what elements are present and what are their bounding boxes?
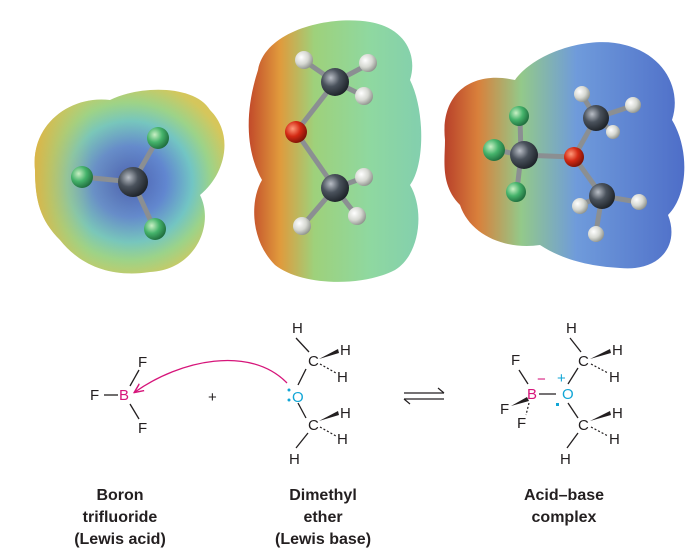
equilibrium-arrows xyxy=(403,387,445,405)
ether-hydrogen-ball xyxy=(355,168,373,186)
complex-carbon-ball xyxy=(589,183,615,209)
ether-oxygen-label: O xyxy=(292,389,304,406)
ether-structural-formula: H C H H O C H H H xyxy=(287,320,351,468)
ether-hydrogen-ball xyxy=(355,87,373,105)
complex-hydrogen-ball xyxy=(572,198,588,214)
ether-h-bottomdash-label: H xyxy=(337,431,348,448)
complex-hydrogen-ball xyxy=(631,194,647,210)
bf3-fluorine-ball xyxy=(71,166,93,188)
ether-h-bottom-label: H xyxy=(289,451,300,468)
bf3-fluorine-ball xyxy=(144,218,166,240)
complex-hydrogen-ball xyxy=(588,226,604,242)
ether-c-bottom-label: C xyxy=(308,417,319,434)
ether-caption-line2: ether xyxy=(303,509,343,526)
complex-f2-label: F xyxy=(500,401,509,418)
ether-carbon-ball xyxy=(321,174,349,202)
complex-oxygen-charge: + xyxy=(557,370,566,387)
complex-h-top-label: H xyxy=(566,320,577,337)
complex-h-bottomright-label: H xyxy=(612,405,623,422)
complex-caption-line1: Acid–base xyxy=(523,487,605,504)
complex-fluorine-ball xyxy=(506,182,526,202)
ether-h-top-label: H xyxy=(292,320,303,337)
ether-hydrogen-ball xyxy=(295,51,313,69)
complex-hydrogen-ball xyxy=(574,86,590,102)
bf3-fluorine-ball xyxy=(147,127,169,149)
complex-boron-charge: − xyxy=(537,371,546,388)
complex-boron-label: B xyxy=(527,386,537,403)
bf3-caption: Boron trifluoride (Lewis acid) xyxy=(58,485,182,551)
bf3-boron-ball xyxy=(118,167,148,197)
bf3-f-bottom-label: F xyxy=(138,420,147,437)
ether-hydrogen-ball xyxy=(348,207,366,225)
ether-potential-map xyxy=(248,20,422,282)
bf3-f-top-label: F xyxy=(138,354,147,371)
complex-fluorine-ball xyxy=(483,139,505,161)
complex-h-bottomdash-label: H xyxy=(609,431,620,448)
bf3-caption-line3: (Lewis acid) xyxy=(74,531,166,548)
complex-boron-ball xyxy=(510,141,538,169)
complex-f3-label: F xyxy=(517,415,526,432)
complex-oxygen-ball xyxy=(564,147,584,167)
electron-pair-arrow xyxy=(135,359,288,392)
complex-f1-label: F xyxy=(511,352,520,369)
bf3-boron-label: B xyxy=(119,387,129,404)
ether-carbon-ball xyxy=(321,68,349,96)
ether-caption: Dimethyl ether (Lewis base) xyxy=(253,485,393,551)
complex-structural-formula: F F F B − + O H C H H C H H H xyxy=(500,320,623,468)
complex-potential-map xyxy=(444,42,685,269)
ether-caption-line3: (Lewis base) xyxy=(274,531,372,548)
bf3-structural-formula: F B F F xyxy=(90,354,147,437)
ether-hydrogen-ball xyxy=(293,217,311,235)
bf3-f-left-label: F xyxy=(90,387,99,404)
bf3-caption-line2: trifluoride xyxy=(82,509,158,526)
complex-hydrogen-ball xyxy=(625,97,641,113)
complex-fluorine-ball xyxy=(509,106,529,126)
complex-oxygen-label: O xyxy=(562,386,574,403)
complex-c-top-label: C xyxy=(578,353,589,370)
ether-h-bottomright-label: H xyxy=(340,405,351,422)
complex-hydrogen-ball xyxy=(606,125,620,139)
complex-caption-line2: complex xyxy=(531,509,597,526)
bf3-potential-map xyxy=(34,89,225,274)
complex-h-topdash-label: H xyxy=(609,369,620,386)
ether-hydrogen-ball xyxy=(359,54,377,72)
ether-caption-line1: Dimethyl xyxy=(289,487,357,504)
ether-h-topdash-label: H xyxy=(337,369,348,386)
complex-h-topright-label: H xyxy=(612,342,623,359)
ether-c-top-label: C xyxy=(308,353,319,370)
complex-h-bottom-label: H xyxy=(560,451,571,468)
plus-sign: + xyxy=(208,389,217,406)
ether-oxygen-ball xyxy=(285,121,307,143)
complex-caption: Acid–base complex xyxy=(494,485,634,529)
complex-carbon-ball xyxy=(583,105,609,131)
complex-c-bottom-label: C xyxy=(578,417,589,434)
bf3-caption-line1: Boron xyxy=(96,487,144,504)
ether-h-topright-label: H xyxy=(340,342,351,359)
